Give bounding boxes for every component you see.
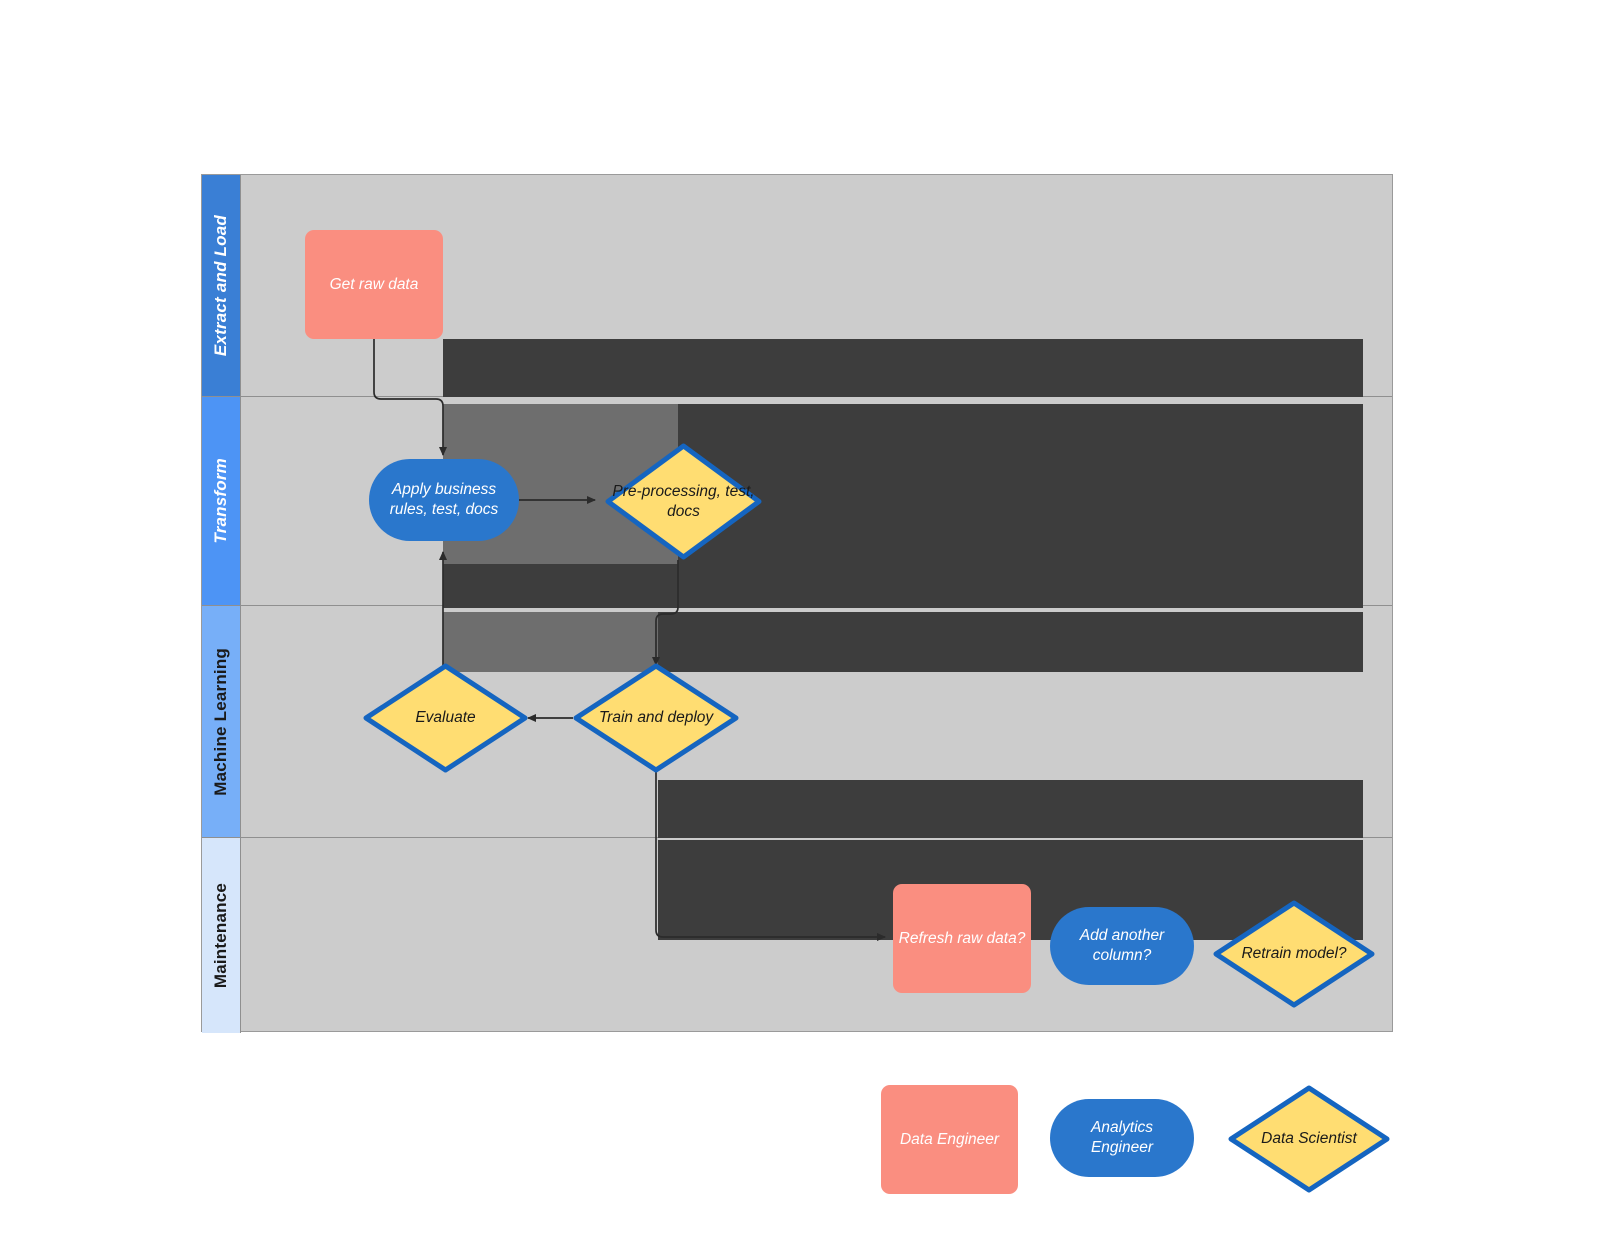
diamond-shape xyxy=(1213,900,1375,1008)
node-retrain-model[interactable]: Retrain model? xyxy=(1213,900,1375,1008)
lane-label-extract-and-load: Extract and Load xyxy=(211,214,230,357)
diamond-shape xyxy=(573,663,739,773)
lane-header-extract-and-load: Extract and Load xyxy=(202,175,241,396)
node-label-get-raw-data: Get raw data xyxy=(329,275,419,293)
node-evaluate[interactable]: Evaluate xyxy=(363,663,528,773)
node-pre-processing[interactable]: Pre-processing, test, docs xyxy=(605,443,762,560)
legend-item-data-engineer: Data Engineer xyxy=(881,1085,1018,1194)
node-refresh-raw-data[interactable]: Refresh raw data? xyxy=(893,884,1031,993)
lane-label-machine-learning: Machine Learning xyxy=(211,647,230,796)
lane-header-machine-learning: Machine Learning xyxy=(202,606,241,837)
lane-header-maintenance: Maintenance xyxy=(202,838,241,1033)
node-add-another-column[interactable]: Add another column? xyxy=(1050,907,1194,985)
node-label-refresh-raw-data: Refresh raw data? xyxy=(898,929,1026,947)
lane-label-transform: Transform xyxy=(211,458,230,544)
lane-header-transform: Transform xyxy=(202,397,241,605)
diamond-shape xyxy=(1228,1085,1390,1193)
node-train-and-deploy[interactable]: Train and deploy xyxy=(573,663,739,773)
lane-label-maintenance: Maintenance xyxy=(211,882,230,989)
node-label-add-another-column: Add another column? xyxy=(1079,927,1165,964)
legend-label-analytics-engineer: Analytics Engineer xyxy=(1090,1119,1154,1156)
node-apply-business-rules[interactable]: Apply business rules, test, docs xyxy=(369,459,519,541)
legend-label-data-engineer: Data Engineer xyxy=(899,1130,1000,1148)
lane-maintenance: Maintenance xyxy=(202,838,1392,1033)
node-get-raw-data[interactable]: Get raw data xyxy=(305,230,443,339)
legend-item-analytics-engineer: Analytics Engineer xyxy=(1050,1099,1194,1177)
diamond-shape xyxy=(363,663,528,773)
node-label-apply-business-rules: Apply business rules, test, docs xyxy=(389,481,499,518)
diamond-shape xyxy=(605,443,762,560)
legend-item-data-scientist: Data Scientist xyxy=(1228,1085,1390,1193)
